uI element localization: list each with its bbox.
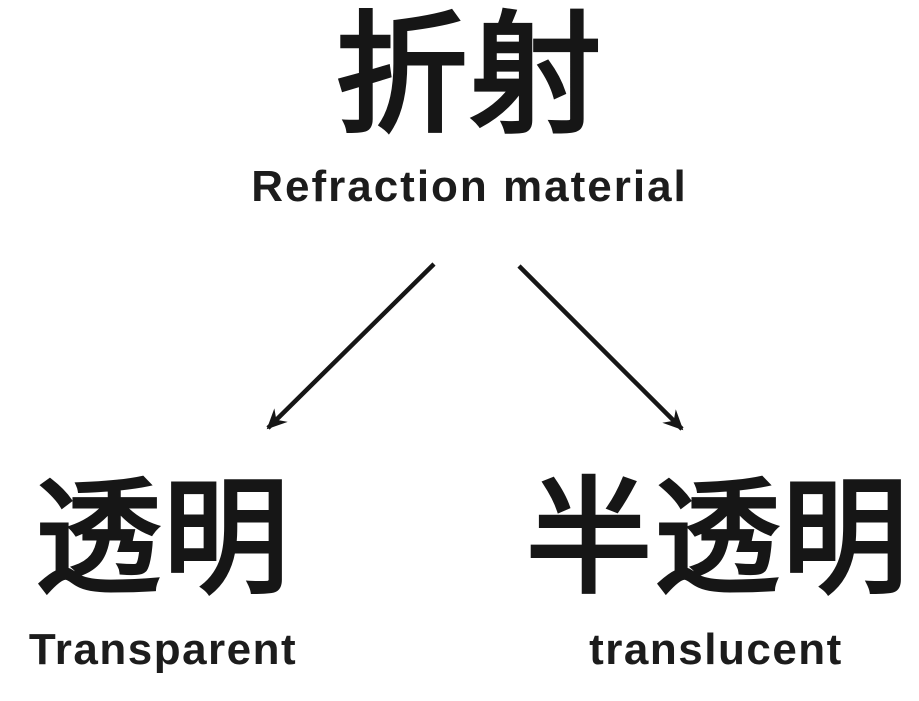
arrow-to-translucent <box>517 264 684 431</box>
node-refraction: 折射 Refraction material <box>10 2 919 212</box>
node-translucent: 半透明 translucent <box>526 468 910 675</box>
translucent-subtitle-en: translucent <box>589 625 843 675</box>
transparent-subtitle-en: Transparent <box>28 625 298 675</box>
translucent-title-zh: 半透明 <box>526 468 910 609</box>
refraction-subtitle-en: Refraction material <box>251 161 688 211</box>
node-transparent: 透明 Transparent <box>0 468 326 675</box>
refraction-title-zh: 折射 <box>335 2 604 149</box>
arrow-to-transparent <box>266 262 436 430</box>
transparent-title-zh: 透明 <box>35 468 291 609</box>
